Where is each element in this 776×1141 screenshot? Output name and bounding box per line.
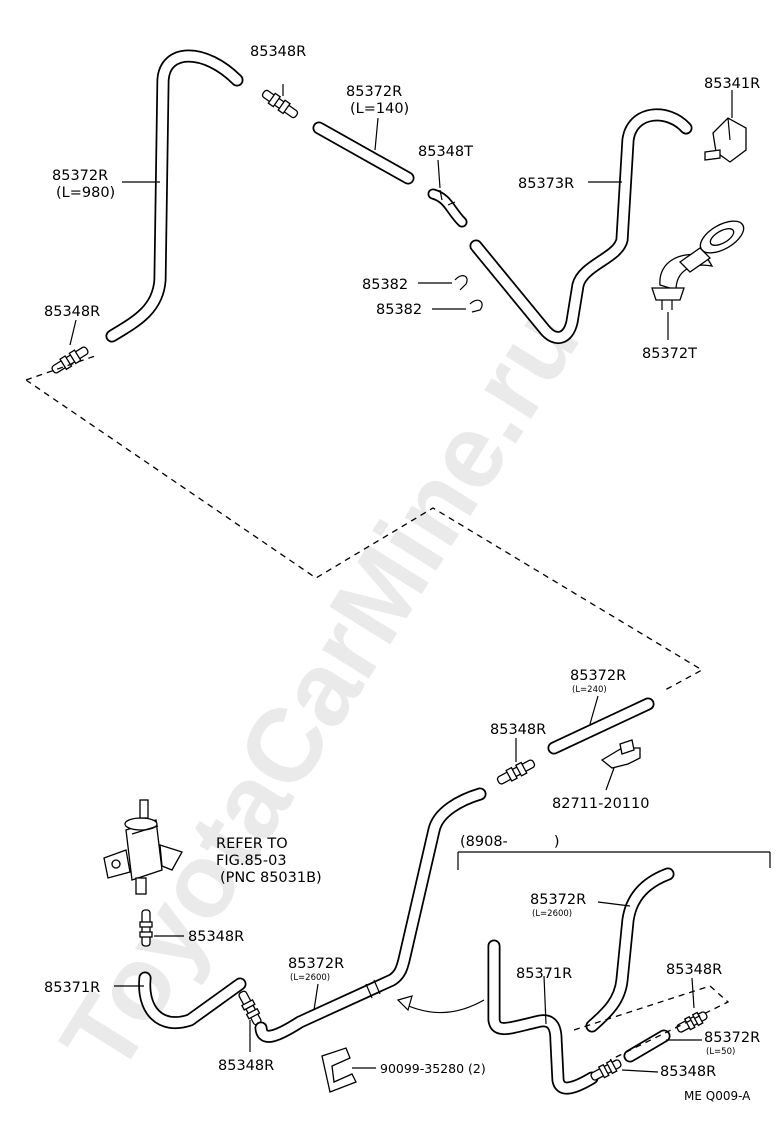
inset-frame [457, 851, 771, 870]
connector-85348r-upper [261, 89, 299, 119]
hose-85371r [138, 971, 247, 1030]
hose-85373r [469, 108, 693, 344]
label-hose-140-len: (L=140) [350, 101, 409, 117]
label-82711-20110: 82711-20110 [552, 796, 650, 812]
label-inset-2600-part: 85372R [530, 892, 586, 908]
label-inset-50-len: (L=50) [706, 1047, 735, 1057]
label-hose-240-part: 85372R [570, 668, 626, 684]
label-hose-240-len: (L=240) [572, 685, 607, 695]
inset-hose-85372r-2600 [585, 867, 675, 1033]
label-figure-code: ME Q009-A [684, 1089, 751, 1103]
label-85341r: 85341R [704, 76, 760, 92]
label-inset-85371r: 85371R [516, 966, 572, 982]
label-inset-85348r-a: 85348R [666, 962, 722, 978]
label-refer-line2: FIG.85-03 [216, 853, 287, 869]
label-85348r-left: 85348R [44, 304, 100, 320]
grommet-85372t [651, 220, 745, 310]
bracket-82711-20110 [600, 739, 641, 769]
clip-85382-b [469, 299, 483, 313]
valve-85341r [704, 117, 747, 163]
leader-lines-lower [114, 695, 615, 1069]
inset-dashed-outline [573, 985, 730, 1061]
label-inset-2600-len: (L=2600) [532, 909, 572, 919]
label-85372t: 85372T [642, 346, 697, 362]
label-inset-50-part: 85372R [704, 1030, 760, 1046]
label-hose-980-len: (L=980) [56, 185, 115, 201]
label-hose-980-part: 85372R [52, 168, 108, 184]
inset-hose-85371r [487, 939, 599, 1095]
inset-hose-85372r-50 [623, 1029, 671, 1063]
label-inset-range: (8908- ) [460, 834, 560, 850]
inset-connector-85348r-b [590, 1059, 622, 1081]
hose-85372r-980 [105, 49, 244, 343]
label-refer-line1: REFER TO [216, 836, 288, 852]
inset-connector-85348r-a [676, 1011, 708, 1033]
label-hose-2600-len: (L=2600) [290, 973, 330, 983]
inset-leader-lines [543, 901, 702, 1073]
label-85382-a: 85382 [362, 277, 408, 293]
label-85348r-pump: 85348R [188, 929, 244, 945]
routing-dashed-outline [25, 355, 704, 691]
elbow-85348t [427, 188, 468, 228]
clip-85382-a [454, 275, 468, 291]
label-85348t: 85348T [418, 144, 473, 160]
label-hose-2600-part: 85372R [288, 956, 344, 972]
label-85348r-mid: 85348R [490, 722, 546, 738]
leader-lines-upper [69, 84, 733, 346]
label-85382-b: 85382 [376, 302, 422, 318]
label-hose-140-part: 85372R [346, 84, 402, 100]
label-85373r: 85373R [518, 176, 574, 192]
clip-90099-35280 [321, 1047, 357, 1093]
washer-pump [103, 799, 183, 895]
connector-85348r-left [51, 346, 89, 374]
label-refer-line3: (PNC 85031B) [220, 870, 322, 886]
connector-85348r-pump [139, 909, 153, 947]
hose-85372r-240 [547, 697, 655, 755]
connector-85348r-mid [496, 759, 536, 785]
inset-arrow [396, 995, 485, 1014]
label-90099-35280: 90099-35280 (2) [380, 1061, 486, 1076]
label-85348r-lower: 85348R [218, 1058, 274, 1074]
hose-85372r-2600 [254, 787, 487, 1043]
label-inset-85348r-b: 85348R [660, 1064, 716, 1080]
label-85348r-upper: 85348R [250, 44, 306, 60]
hose-85372r-140 [312, 121, 415, 185]
label-85371r: 85371R [44, 980, 100, 996]
